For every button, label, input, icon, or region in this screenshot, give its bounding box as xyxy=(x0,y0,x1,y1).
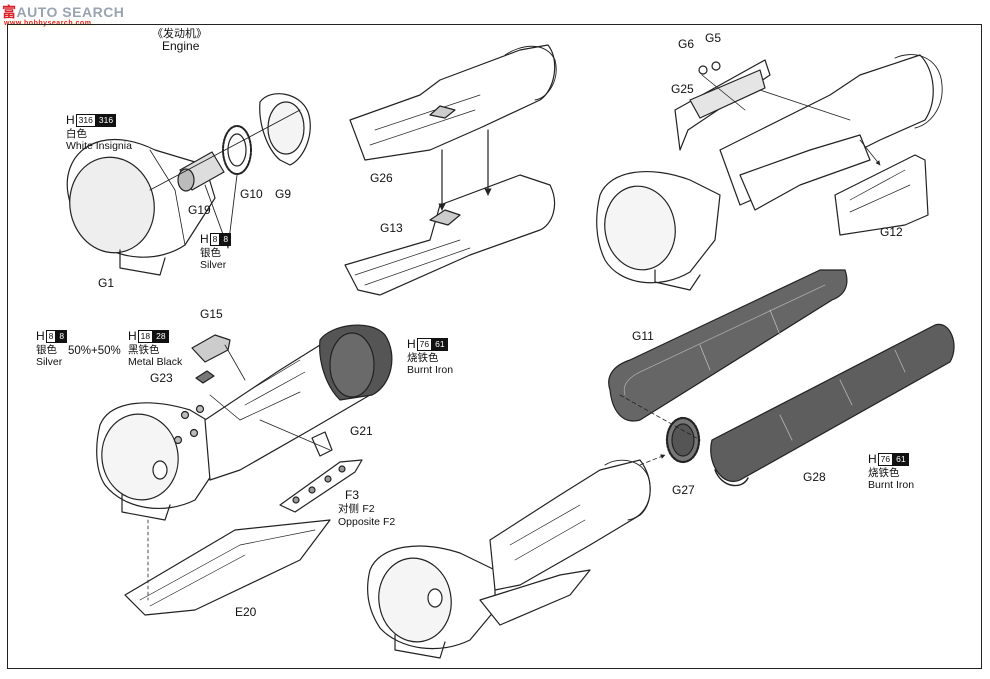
title-en: Engine xyxy=(162,39,200,53)
diagram-frame xyxy=(7,24,982,669)
label-g27: G27 xyxy=(672,483,695,497)
label-g6: G6 xyxy=(678,37,695,51)
step5-shroud-group xyxy=(608,269,955,487)
label-f3: F3 xyxy=(345,488,360,502)
label-g10: G10 xyxy=(240,187,263,201)
label-g28: G28 xyxy=(803,470,826,484)
label-g11: G11 xyxy=(632,329,654,343)
step2-shell-group xyxy=(344,44,557,296)
label-g23: G23 xyxy=(150,371,173,385)
label-g12: G12 xyxy=(880,225,903,239)
step4-engine-group xyxy=(96,324,393,616)
note-opposite-f2: 对侧 F2 Opposite F2 xyxy=(338,503,396,528)
label-e20: E20 xyxy=(235,605,257,619)
label-g26: G26 xyxy=(370,171,393,185)
label-g5: G5 xyxy=(705,31,722,45)
step1-nozzle-group xyxy=(66,93,311,276)
label-g1: G1 xyxy=(98,276,115,290)
label-g13: G13 xyxy=(380,221,403,235)
label-g21: G21 xyxy=(350,424,373,438)
step6-complete-group xyxy=(367,454,666,659)
watermark-logo: 富AUTO SEARCH www.hobbysearch.com xyxy=(2,4,125,27)
note-mix-ratio: 50%+50% xyxy=(68,345,121,357)
title-cn: 《发动机》 xyxy=(152,28,207,40)
label-g19: G19 xyxy=(188,203,211,217)
label-g25: G25 xyxy=(671,82,694,96)
step3-body-group xyxy=(596,54,943,291)
label-g15: G15 xyxy=(200,307,223,321)
label-g9: G9 xyxy=(275,187,292,201)
